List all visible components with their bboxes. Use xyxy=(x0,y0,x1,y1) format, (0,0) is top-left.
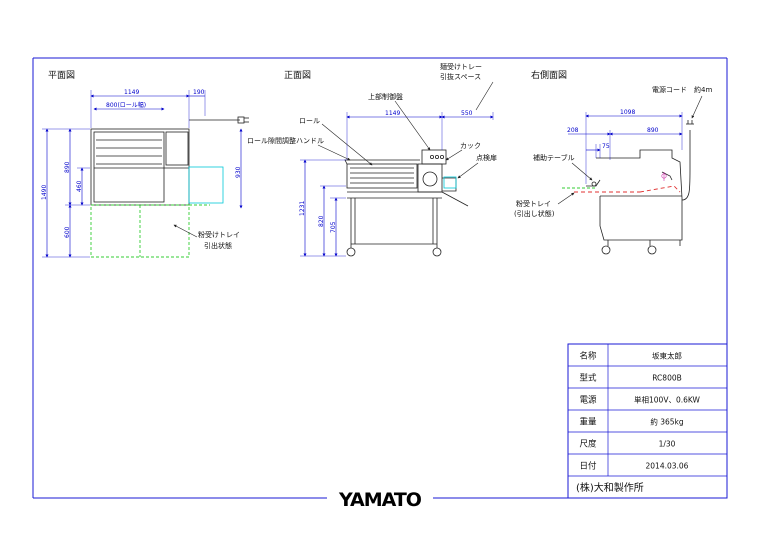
front-view: 1149 550 麺受けトレー 引抜スペース 上部制御盤 ロール ロール隙間調整… xyxy=(247,62,497,257)
spec-value-weight: 約 365kg xyxy=(650,417,684,427)
side-view: 電源コード 約4m 1098 208 890 75 補助テーブル 粉受トレイ (… xyxy=(514,85,712,255)
front-cyan-box xyxy=(443,176,457,189)
plan-tray-leader xyxy=(173,224,198,238)
front-view-title: 正面図 xyxy=(284,70,311,81)
front-dim-base: 705 xyxy=(330,221,337,233)
side-extension-lines xyxy=(585,112,683,184)
spec-value-scale: 1/30 xyxy=(659,440,676,449)
front-space-label-1: 麺受けトレー xyxy=(440,62,482,71)
plan-dim-depth: 1490 xyxy=(41,185,48,200)
plan-tray-label-2: 引出状態 xyxy=(204,241,232,250)
side-tray-leader xyxy=(557,192,575,205)
logo-text: YAMATO xyxy=(338,489,422,511)
spec-value-name: 坂東太郎 xyxy=(652,351,682,361)
front-roll-leader xyxy=(321,123,373,166)
front-machine-body xyxy=(344,149,469,257)
side-cord-leader xyxy=(691,95,703,119)
front-extension-lines-left xyxy=(300,159,346,257)
side-dim-small: 75 xyxy=(602,143,610,150)
spec-table-grid xyxy=(568,344,727,477)
side-lever-detail xyxy=(661,172,667,181)
plan-dim-right: 190 xyxy=(193,89,205,96)
side-red-dash xyxy=(574,185,681,193)
front-dim-height: 1231 xyxy=(299,201,306,216)
side-dim-left: 208 xyxy=(567,127,579,134)
plan-dim-width: 1149 xyxy=(124,89,139,96)
plan-dim-upper: 890 xyxy=(64,161,71,173)
plan-view: 1149 190 800(ロール幅) 1490 890 460 600 930 … xyxy=(41,89,249,258)
spec-label-model: 型式 xyxy=(579,373,597,384)
side-machine-body xyxy=(586,120,694,255)
front-roll-label: ロール xyxy=(299,117,320,125)
side-tray-label-1: 粉受トレイ xyxy=(516,199,551,208)
front-control-label: 上部制御盤 xyxy=(368,92,403,101)
plan-extension-lines xyxy=(90,90,206,128)
spec-table: 名称 坂東太郎 型式 RC800B 電源 単相100V、0.6KW 重量 約 3… xyxy=(567,343,728,499)
spec-label-power: 電源 xyxy=(579,396,597,406)
plan-machine-body xyxy=(90,116,249,206)
front-dim-table: 820 xyxy=(318,215,325,227)
plan-cyan-outline xyxy=(188,166,224,204)
plan-dim-roll: 800(ロール幅) xyxy=(106,101,146,109)
front-dim-space: 550 xyxy=(461,110,473,117)
side-tray-label-2: (引出し状態) xyxy=(514,209,555,218)
side-aux-table-leader xyxy=(571,162,593,181)
plan-dim-lower: 600 xyxy=(64,226,71,238)
spec-row: 尺度 1/30 xyxy=(579,439,675,450)
spec-label-name: 名称 xyxy=(579,351,597,362)
plan-dim-mid: 460 xyxy=(76,180,83,192)
spec-label-scale: 尺度 xyxy=(579,439,597,450)
plan-extension-lines-left xyxy=(42,128,90,258)
front-cutter-label: カック xyxy=(460,142,481,150)
spec-row: 日付 2014.03.06 xyxy=(579,461,688,472)
side-cord-label: 電源コード 約4m xyxy=(652,85,712,94)
yamato-logo: YAMATO xyxy=(338,489,423,511)
side-dim-total: 1098 xyxy=(620,109,635,116)
spec-row: 名称 坂東太郎 xyxy=(579,351,682,362)
front-handle-label: ロール隙間調整ハンドル xyxy=(247,136,324,145)
side-dim-body: 890 xyxy=(647,127,659,134)
spec-value-date: 2014.03.06 xyxy=(646,462,689,471)
front-space-leader xyxy=(475,81,494,111)
plan-dim-right-height: 930 xyxy=(235,166,242,178)
plan-view-title: 平面図 xyxy=(48,70,75,81)
front-space-label-2: 引抜スペース xyxy=(440,72,481,81)
front-handle-leader xyxy=(317,144,351,161)
front-cutter-leader xyxy=(445,149,463,161)
front-door-label: 点検扉 xyxy=(476,153,497,162)
front-dim-width: 1149 xyxy=(385,110,400,117)
spec-table-border xyxy=(567,343,728,499)
spec-row: 重量 約 365kg xyxy=(579,417,683,428)
spec-value-power: 単相100V、0.6KW xyxy=(634,395,701,405)
spec-value-model: RC800B xyxy=(652,374,682,383)
spec-row: 型式 RC800B xyxy=(579,373,681,384)
plan-tray-label-1: 粉受けトレイ xyxy=(198,230,240,239)
company-name: (株)大和製作所 xyxy=(576,481,644,494)
spec-label-weight: 重量 xyxy=(579,417,597,428)
spec-label-date: 日付 xyxy=(579,461,597,472)
plan-tray-outline xyxy=(90,204,210,258)
side-view-title: 右側面図 xyxy=(531,69,567,81)
spec-row: 電源 単相100V、0.6KW xyxy=(579,395,700,406)
front-door-leader xyxy=(457,162,479,179)
side-aux-table-label: 補助テーブル xyxy=(533,153,575,162)
front-control-leader xyxy=(394,100,431,151)
